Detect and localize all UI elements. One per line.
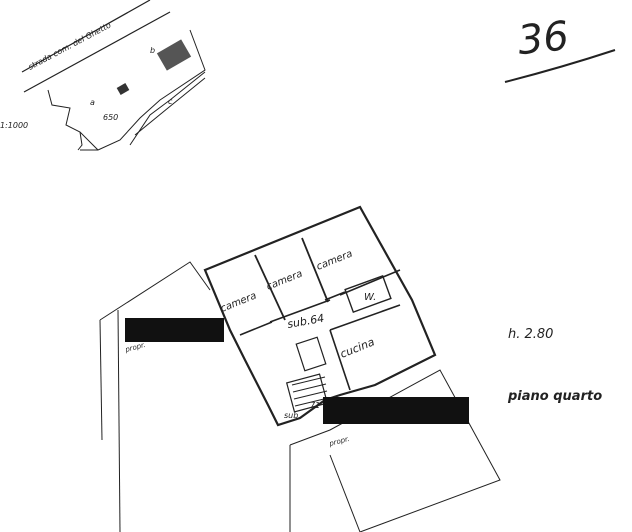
height-note: h. 2.80 (508, 327, 553, 342)
sub-label: sub. (284, 411, 301, 420)
room-label-3: camera (315, 248, 354, 272)
page-number-underline (504, 49, 616, 83)
sub-number: 71 (310, 401, 320, 410)
site-plan: strada com. del Ghetto 650 a b c 1:1000 (0, 0, 206, 151)
redaction-bar-right (323, 397, 469, 424)
road-label: strada com. del Ghetto (27, 20, 113, 71)
site-building-hatch (156, 39, 192, 71)
kitchen-label: cucina (338, 335, 376, 361)
room-label-1: camera (219, 290, 258, 314)
parcel-number: 650 (103, 113, 118, 122)
unit-label: sub.64 (286, 312, 325, 331)
site-label-a: a (90, 98, 95, 107)
floor-plan (99, 205, 501, 532)
neighbour-left-label: propr. (123, 341, 146, 354)
floor-label: piano quarto (507, 389, 602, 404)
site-label-c: c (168, 97, 173, 106)
site-label-b: b (150, 46, 155, 55)
wc-label: W. (364, 292, 376, 303)
staircase (285, 373, 329, 413)
site-scale: 1:1000 (0, 121, 28, 130)
page-number: 36 (516, 13, 571, 64)
redaction-bar-left (125, 318, 224, 342)
neighbour-right-label: propr. (327, 435, 350, 448)
room-label-2: camera (265, 268, 304, 292)
